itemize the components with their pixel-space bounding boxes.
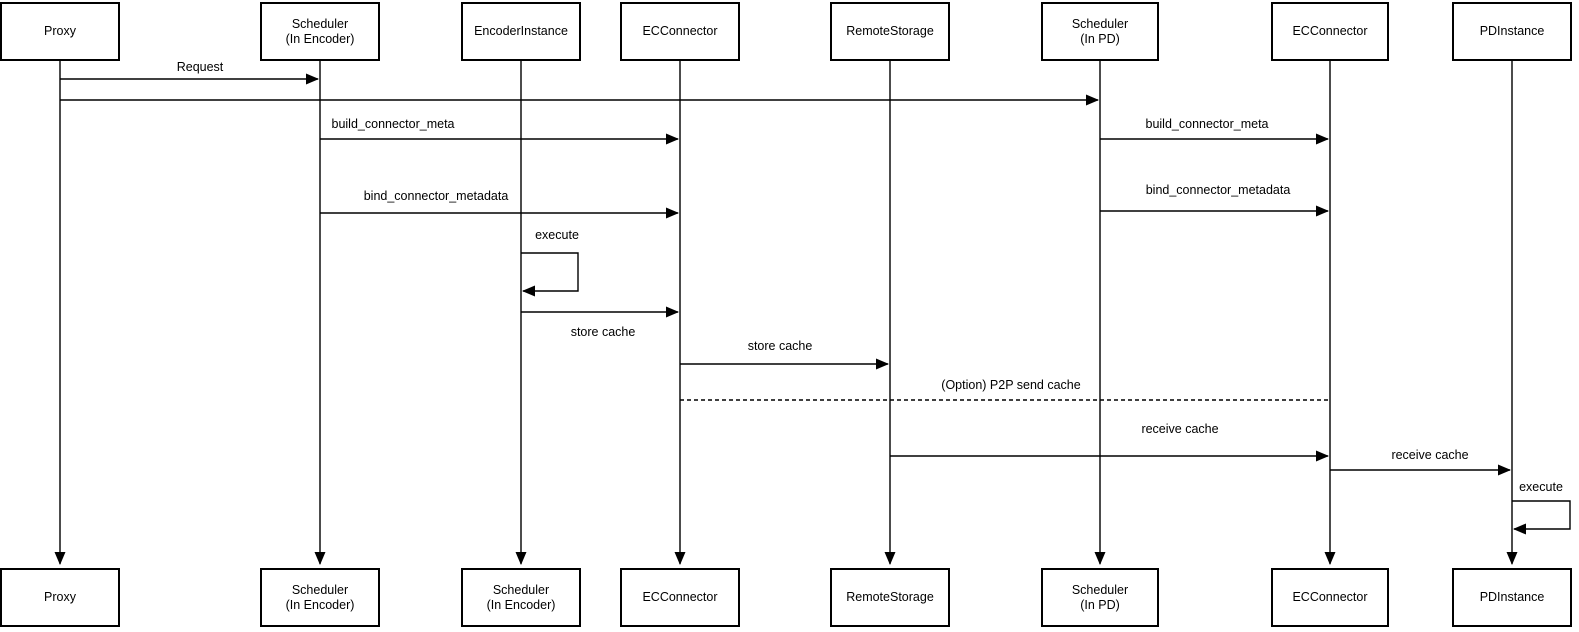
actor-top-label-remote-storage: RemoteStorage — [846, 24, 934, 38]
actor-bottom-label-ec-connector-pd: ECConnector — [1292, 590, 1368, 604]
message-label-receive-cache-remote: receive cache — [1139, 422, 1221, 436]
message-label-receive-cache-pd: receive cache — [1389, 448, 1471, 462]
actor-top-box-encoder-instance: EncoderInstance — [461, 2, 581, 61]
message-self-loop-execute-encoder — [521, 252, 579, 297]
message-label-execute-encoder: execute — [533, 228, 581, 242]
actor-top-label-scheduler-in-encoder: (In Encoder) — [285, 31, 355, 46]
actor-bottom-box-ec-connector-pd: ECConnector — [1271, 568, 1389, 627]
message-label-build-connector-meta-pd: build_connector_meta — [1143, 117, 1271, 131]
actor-top-label-ec-connector-encoder: ECConnector — [642, 24, 718, 38]
actor-top-box-remote-storage: RemoteStorage — [830, 2, 950, 61]
actor-bottom-label-scheduler-in-encoder: Scheduler — [291, 582, 349, 597]
message-label-p2p-send-cache: (Option) P2P send cache — [939, 378, 1083, 392]
actor-top-label-encoder-instance: EncoderInstance — [474, 24, 568, 38]
actor-bottom-box-pd-instance: PDInstance — [1452, 568, 1572, 627]
message-label-store-cache-remote: store cache — [745, 339, 815, 353]
message-self-loop-execute-pd — [1512, 500, 1571, 535]
message-label-build-connector-meta-encoder: build_connector_meta — [329, 117, 457, 131]
actor-top-label-scheduler-in-pd: Scheduler — [1071, 16, 1129, 31]
message-label-execute-pd: execute — [1517, 480, 1565, 494]
actor-top-box-ec-connector-pd: ECConnector — [1271, 2, 1389, 61]
message-label-bind-connector-metadata-pd: bind_connector_metadata — [1143, 183, 1293, 197]
actor-bottom-label-encoder-instance: Scheduler — [492, 582, 550, 597]
actor-bottom-label-pd-instance: PDInstance — [1479, 590, 1545, 604]
actor-top-label-ec-connector-pd: ECConnector — [1292, 24, 1368, 38]
actor-bottom-box-encoder-instance: Scheduler(In Encoder) — [461, 568, 581, 627]
actor-top-label-scheduler-in-pd: (In PD) — [1080, 31, 1120, 46]
actor-top-box-scheduler-in-encoder: Scheduler(In Encoder) — [260, 2, 380, 61]
actor-bottom-label-remote-storage: RemoteStorage — [846, 590, 934, 604]
actor-bottom-label-proxy: Proxy — [44, 590, 76, 604]
actor-bottom-box-remote-storage: RemoteStorage — [830, 568, 950, 627]
message-label-request: Request — [174, 60, 226, 74]
actor-top-box-ec-connector-encoder: ECConnector — [620, 2, 740, 61]
actor-top-box-scheduler-in-pd: Scheduler(In PD) — [1041, 2, 1159, 61]
actor-top-box-proxy: Proxy — [0, 2, 120, 61]
message-label-bind-connector-metadata-encoder: bind_connector_metadata — [361, 189, 511, 203]
actor-bottom-label-ec-connector-encoder: ECConnector — [642, 590, 718, 604]
actor-bottom-label-scheduler-in-pd: (In PD) — [1080, 597, 1120, 612]
actor-bottom-box-proxy: Proxy — [0, 568, 120, 627]
actor-top-label-proxy: Proxy — [44, 24, 76, 38]
actor-bottom-box-scheduler-in-encoder: Scheduler(In Encoder) — [260, 568, 380, 627]
actor-bottom-box-ec-connector-encoder: ECConnector — [620, 568, 740, 627]
actor-bottom-label-scheduler-in-pd: Scheduler — [1071, 582, 1129, 597]
actor-top-label-scheduler-in-encoder: Scheduler — [291, 16, 349, 31]
message-label-encoder-store-cache: store cache — [568, 325, 638, 339]
actor-top-label-pd-instance: PDInstance — [1479, 24, 1545, 38]
actor-bottom-label-scheduler-in-encoder: (In Encoder) — [285, 597, 355, 612]
actor-bottom-box-scheduler-in-pd: Scheduler(In PD) — [1041, 568, 1159, 627]
actor-bottom-label-encoder-instance: (In Encoder) — [486, 597, 556, 612]
actor-top-box-pd-instance: PDInstance — [1452, 2, 1572, 61]
